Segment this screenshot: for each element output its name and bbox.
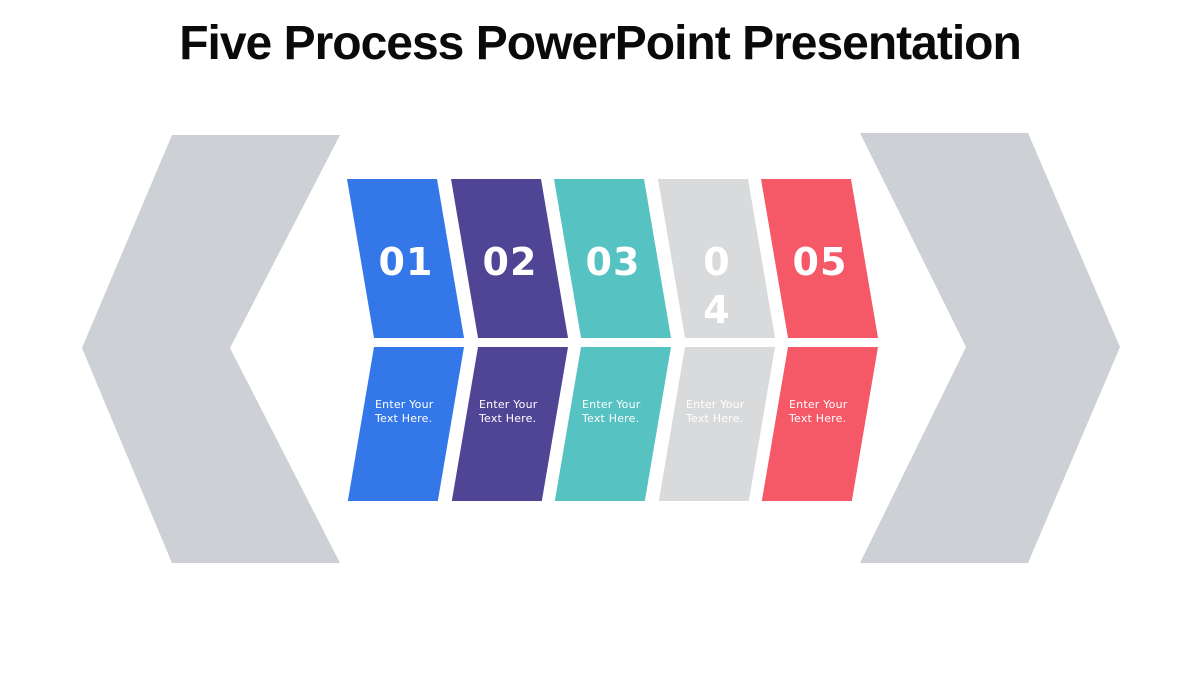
process-step-number: 01: [378, 240, 434, 284]
process-step-number-shape: 02: [450, 179, 568, 338]
process-step-number: 05: [792, 240, 848, 284]
process-step-number-shape: 01: [347, 179, 465, 338]
process-step-number-shape: 05: [761, 179, 879, 338]
process-step-number: 03: [585, 240, 641, 284]
left-chevron-icon: [82, 135, 340, 563]
process-step-number-shape: 03: [554, 179, 672, 338]
process-step-number: 02: [482, 240, 537, 284]
slide-title: Five Process PowerPoint Presentation: [179, 17, 1022, 70]
right-chevron-icon: [860, 133, 1120, 563]
